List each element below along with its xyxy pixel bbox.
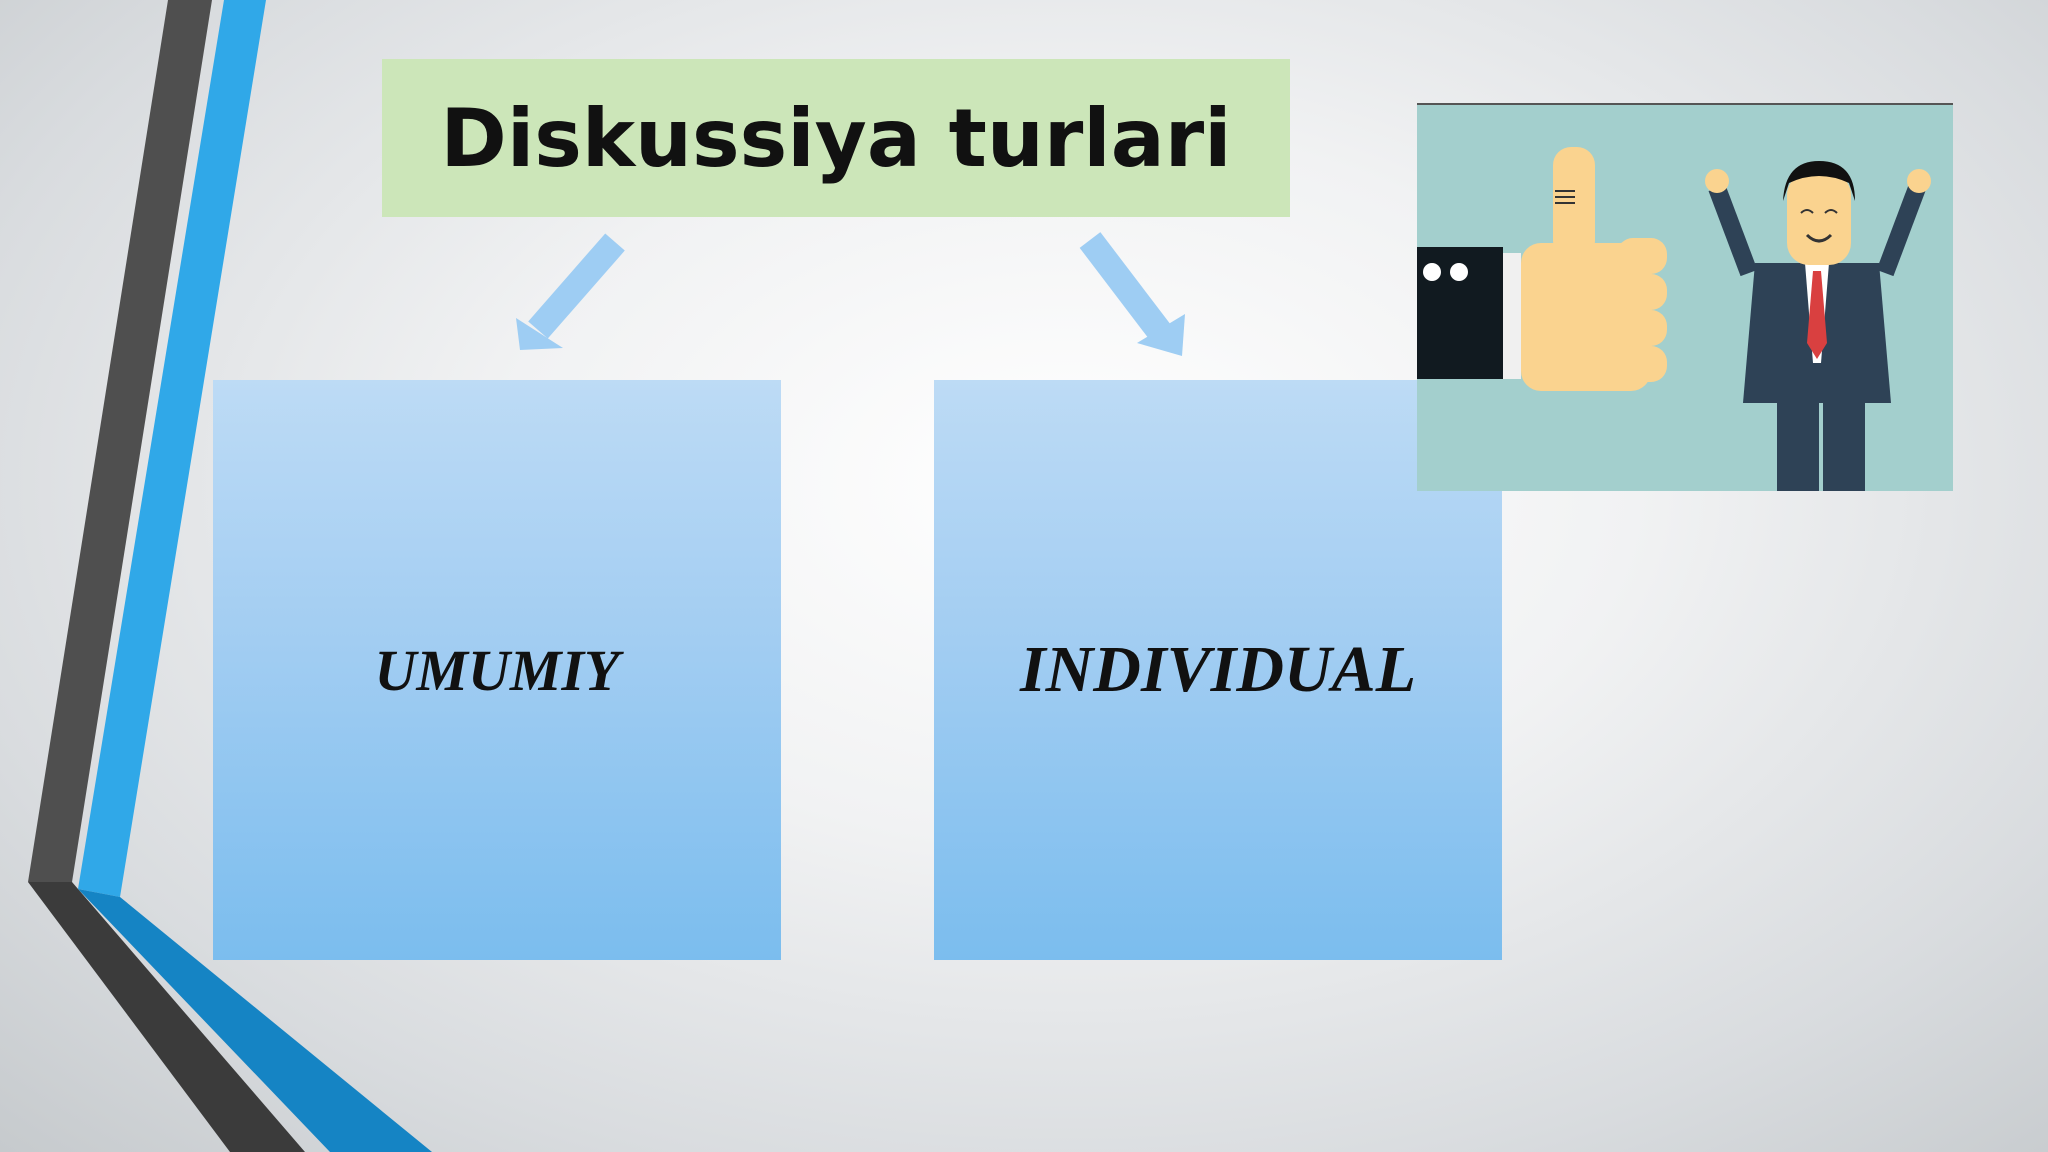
- slide-title: Diskussiya turlari: [440, 91, 1232, 185]
- title-box: Diskussiya turlari: [382, 59, 1290, 217]
- arrow-left-icon: [516, 233, 625, 350]
- blue-stripe-vertical: [78, 0, 266, 897]
- dark-stripe-diagonal: [28, 882, 305, 1152]
- category-box-general: UMUMIY: [213, 380, 781, 960]
- category-label-general: UMUMIY: [374, 637, 620, 703]
- happy-businessman-icon: [1705, 161, 1931, 491]
- category-box-individual: INDIVIDUAL: [934, 380, 1502, 960]
- thumbs-up-businessman-image: [1417, 103, 1953, 491]
- category-label-individual: INDIVIDUAL: [1019, 633, 1417, 706]
- blue-stripe-diagonal: [78, 889, 432, 1152]
- dark-stripe-vertical: [28, 0, 212, 882]
- arrow-right-icon: [1079, 232, 1185, 356]
- thumbs-up-icon: [1417, 147, 1667, 391]
